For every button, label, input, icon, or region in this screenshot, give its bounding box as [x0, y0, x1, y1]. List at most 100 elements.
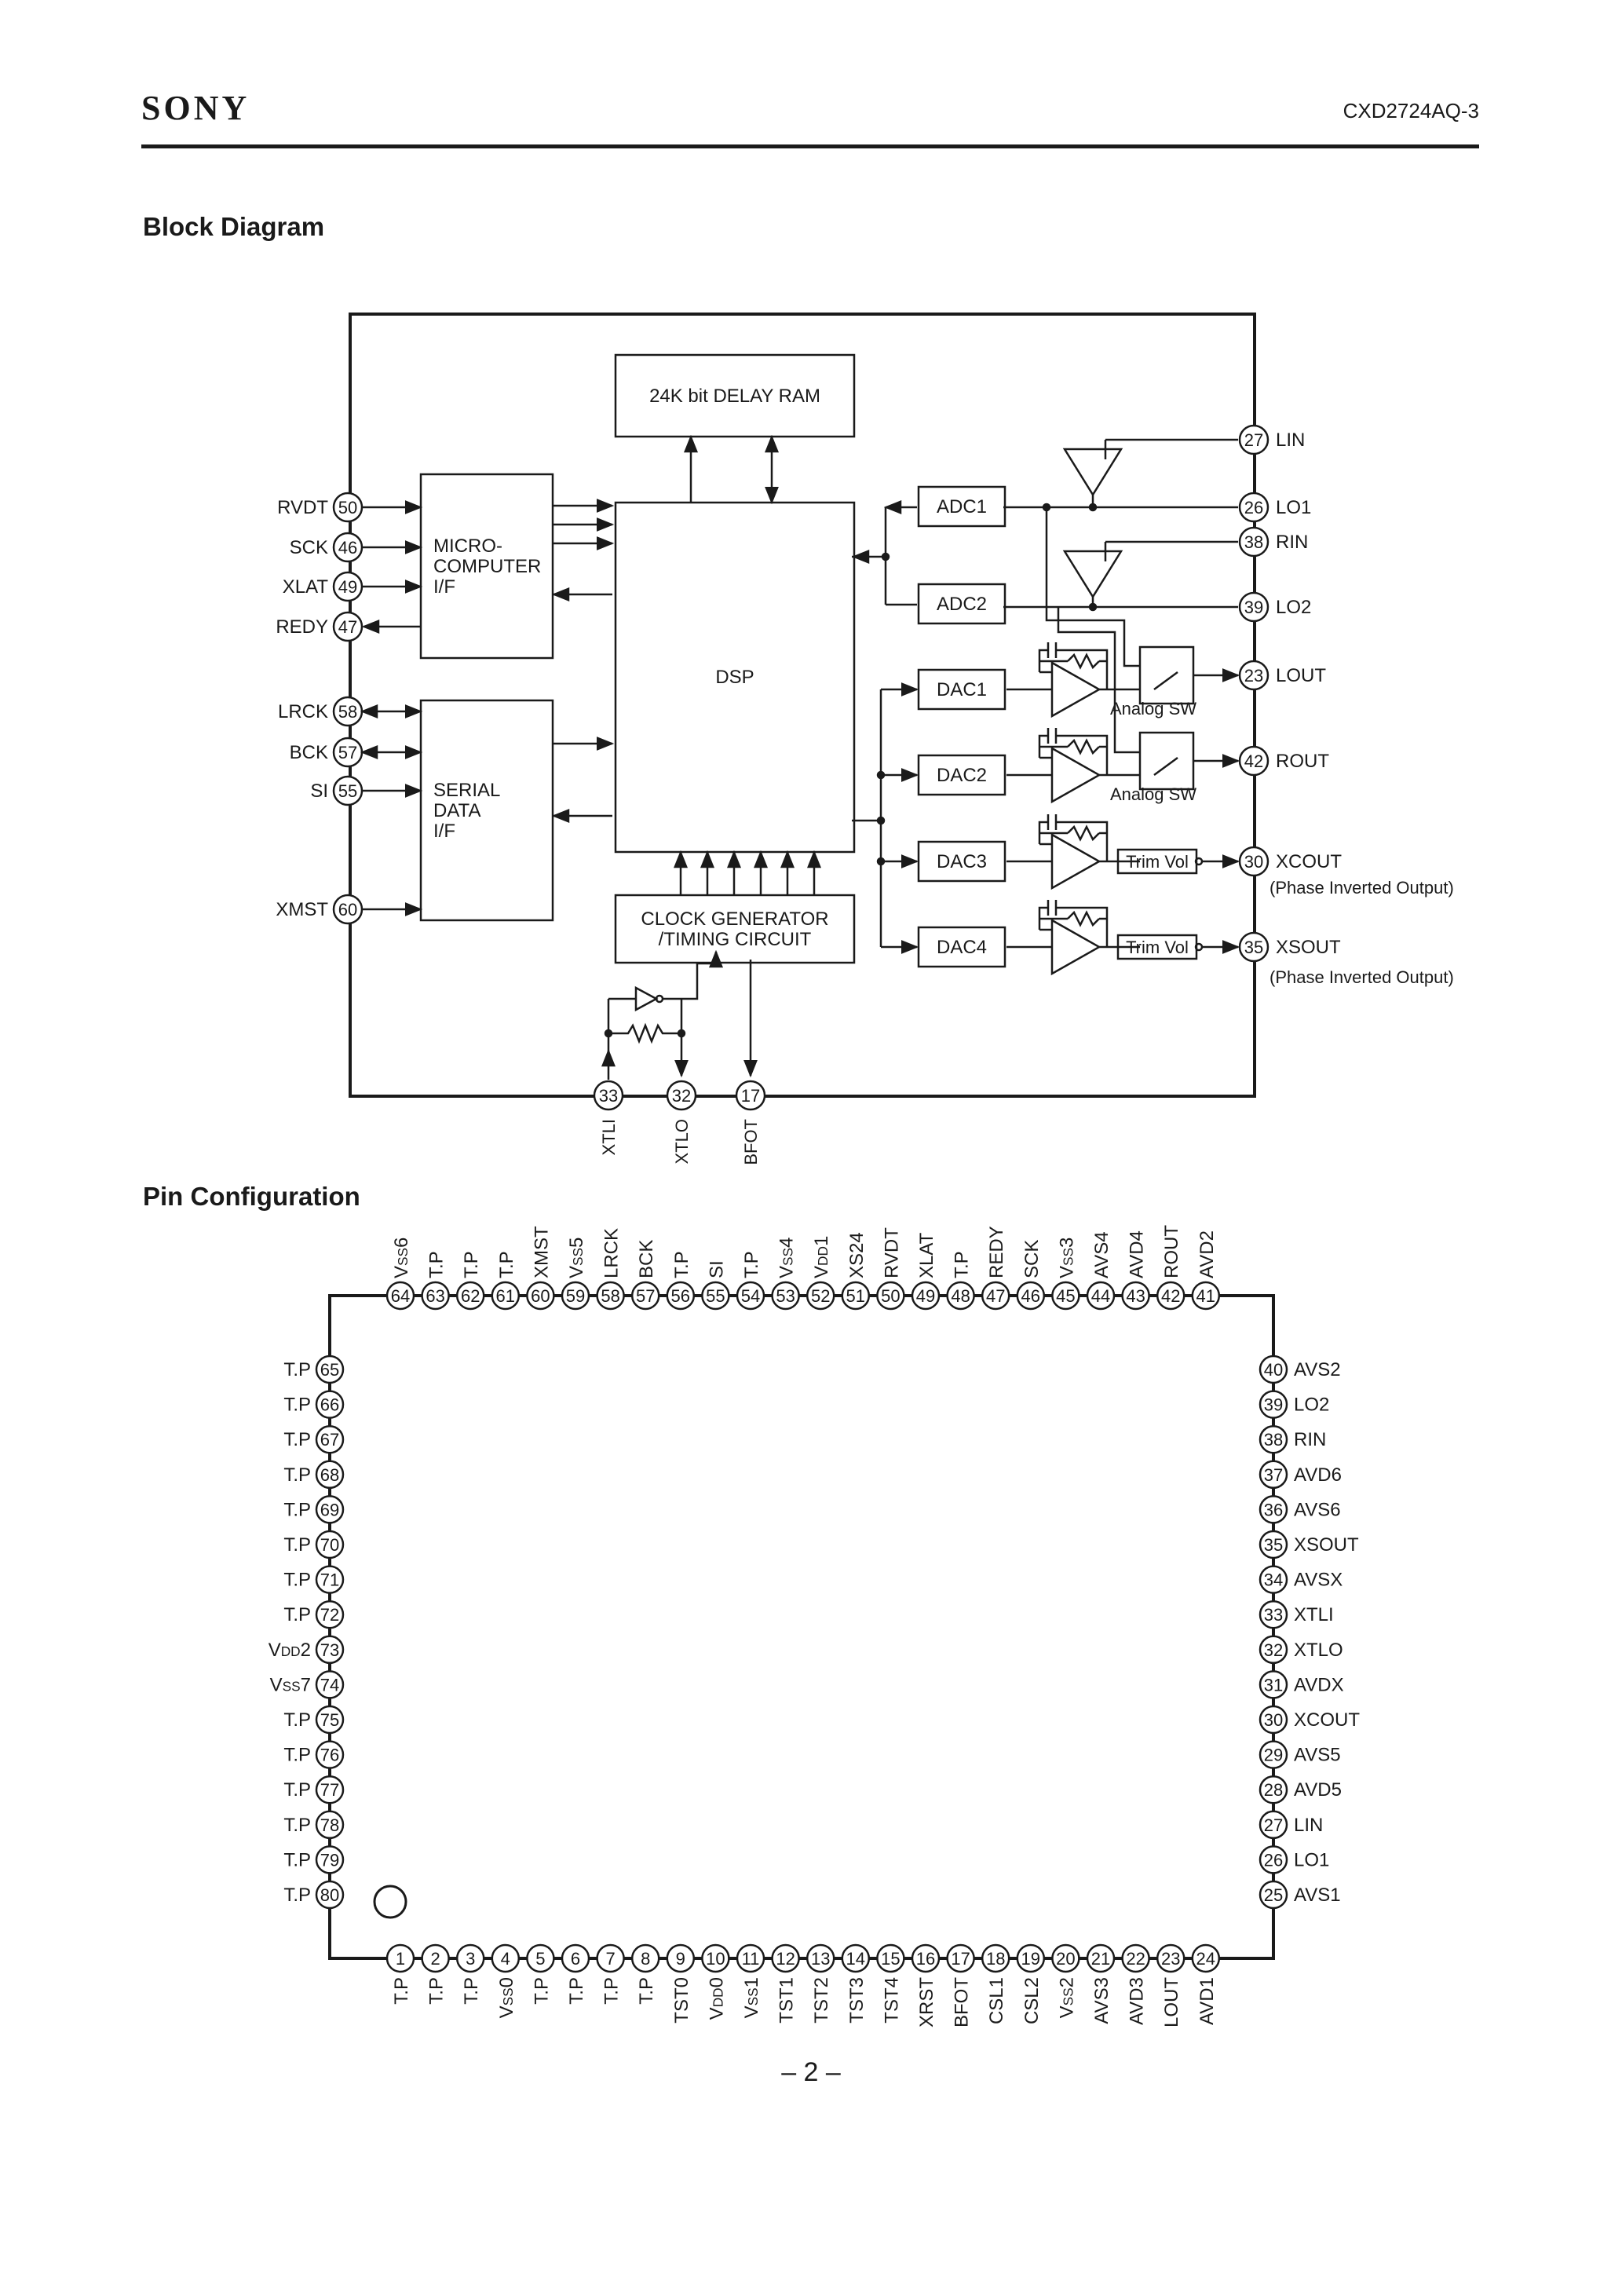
pinout-left-72-label: T.P — [283, 1604, 311, 1625]
pin-24-circle — [1191, 1943, 1221, 1973]
pin-54-number: 54 — [741, 1286, 760, 1306]
pinout-right-27-label: LIN — [1294, 1815, 1323, 1836]
pin-21-circle — [1086, 1943, 1116, 1973]
pinout-right-40-label: AVS2 — [1294, 1359, 1341, 1380]
pin-29-number: 29 — [1264, 1746, 1283, 1765]
pin-30-number: 30 — [1264, 1710, 1283, 1730]
micro-computer-if-block — [419, 473, 554, 660]
pinout-top-51-label: XS24 — [846, 1232, 868, 1278]
pin-23-number: 23 — [1244, 666, 1263, 686]
dac1-block-label: DAC1 — [937, 679, 987, 700]
pin-6-number: 6 — [571, 1949, 580, 1969]
pin-15-circle — [876, 1943, 905, 1973]
pinout-left-73-label: VDD2 — [269, 1640, 311, 1661]
pin-45-number: 45 — [1056, 1286, 1075, 1306]
pin-62-circle — [455, 1281, 485, 1311]
pinout-left-71-label: T.P — [283, 1570, 311, 1591]
pinout-top-43-label: AVD4 — [1127, 1230, 1148, 1278]
pin-55-number: 55 — [706, 1286, 725, 1306]
pin-38-number: 38 — [1244, 532, 1263, 552]
bd-pin-42-label: ROUT — [1276, 751, 1329, 772]
pinout-top-44-label: AVS4 — [1091, 1231, 1112, 1278]
pinout-bottom-6-label: T.P — [566, 1977, 587, 2005]
pin-27-number: 27 — [1264, 1815, 1283, 1835]
pinout-left-69-label: T.P — [283, 1499, 311, 1520]
pinout-top-53-label: VSS4 — [776, 1238, 798, 1278]
pin-12-number: 12 — [776, 1949, 795, 1969]
pin-76-circle — [315, 1740, 345, 1769]
pin-27-number: 27 — [1244, 430, 1263, 450]
pin-48-circle — [946, 1281, 975, 1311]
bd-pin-33-label: XTLI — [599, 1119, 619, 1155]
pin-48-number: 48 — [951, 1286, 970, 1306]
pin-32-number: 32 — [1264, 1640, 1283, 1660]
dac2-block-label: DAC2 — [937, 765, 987, 786]
pinout-top-60-label: XMST — [531, 1226, 552, 1278]
pin-73-number: 73 — [320, 1640, 339, 1660]
pin-17-circle — [735, 1080, 766, 1111]
pinout-bottom-19-label: CSL2 — [1021, 1977, 1043, 2024]
pin-60-number: 60 — [531, 1286, 550, 1306]
pin-20-circle — [1051, 1943, 1080, 1973]
pin-64-number: 64 — [391, 1286, 410, 1306]
pin-36-circle — [1259, 1495, 1288, 1524]
pin-30-circle — [1238, 846, 1269, 877]
pinout-right-25-label: AVS1 — [1294, 1885, 1341, 1906]
header-rule — [141, 144, 1479, 148]
pin-49-number: 49 — [916, 1286, 935, 1306]
pin-73-circle — [315, 1635, 345, 1665]
document-number: CXD2724AQ-3 — [1343, 99, 1479, 122]
clock-generator-block-label: CLOCK GENERATOR — [641, 909, 828, 930]
pin-5-circle — [526, 1943, 555, 1973]
pin-37-number: 37 — [1264, 1465, 1283, 1485]
package-outline — [328, 1294, 1275, 1960]
pinout-top-49-label: XLAT — [916, 1232, 937, 1278]
pinout-bottom-14-label: TST3 — [846, 1977, 868, 2024]
pinout-right-39-label: LO2 — [1294, 1395, 1329, 1416]
pin-65-circle — [315, 1355, 345, 1384]
pinout-bottom-12-label: TST1 — [776, 1977, 798, 2024]
pin-77-number: 77 — [320, 1780, 339, 1800]
pin-35-number: 35 — [1264, 1535, 1283, 1555]
pin-54-circle — [736, 1281, 765, 1311]
bd-pin-57-label: BCK — [290, 742, 328, 763]
pin-7-circle — [596, 1943, 625, 1973]
dac1-output-opamp — [1006, 642, 1140, 718]
pinout-top-61-label: T.P — [496, 1251, 517, 1278]
pin-24-number: 24 — [1196, 1949, 1215, 1969]
pin-38-number: 38 — [1264, 1430, 1283, 1450]
bd-pin-26-label: LO1 — [1276, 497, 1311, 518]
pin-9-number: 9 — [676, 1949, 685, 1969]
pin-28-circle — [1259, 1775, 1288, 1804]
pin-18-circle — [981, 1943, 1010, 1973]
pin-70-circle — [315, 1530, 345, 1559]
pin-47-number: 47 — [338, 617, 357, 637]
pinout-bottom-4-label: VSS0 — [496, 1977, 517, 2018]
pin-49-circle — [911, 1281, 941, 1311]
pin-38-circle — [1259, 1424, 1288, 1454]
pinout-top-63-label: T.P — [426, 1251, 448, 1278]
pin-65-number: 65 — [320, 1360, 339, 1380]
pin-21-number: 21 — [1091, 1949, 1110, 1969]
pinout-left-67-label: T.P — [283, 1429, 311, 1450]
pinout-top-64-label: VSS6 — [391, 1238, 412, 1278]
micro-computer-if-block-label: I/F — [433, 576, 455, 598]
pin-31-circle — [1259, 1670, 1288, 1699]
pin-17-circle — [946, 1943, 975, 1973]
pin-44-number: 44 — [1091, 1286, 1110, 1306]
clock-generator-block — [614, 894, 856, 964]
dac3-block-label: DAC3 — [937, 851, 987, 872]
pin-42-circle — [1156, 1281, 1185, 1311]
pinout-bottom-8-label: T.P — [636, 1977, 657, 2005]
pin-25-number: 25 — [1264, 1885, 1283, 1905]
pin-10-number: 10 — [706, 1949, 725, 1969]
pin-59-circle — [561, 1281, 590, 1311]
pin-1-circle — [385, 1943, 415, 1973]
pinout-left-65-label: T.P — [283, 1359, 311, 1380]
pin-27-circle — [1238, 424, 1269, 455]
pin1-index-mark — [373, 1885, 407, 1919]
pin-38-circle — [1238, 526, 1269, 558]
pinout-right-28-label: AVD5 — [1294, 1779, 1342, 1801]
pin-76-number: 76 — [320, 1746, 339, 1765]
dsp-block — [614, 501, 856, 854]
